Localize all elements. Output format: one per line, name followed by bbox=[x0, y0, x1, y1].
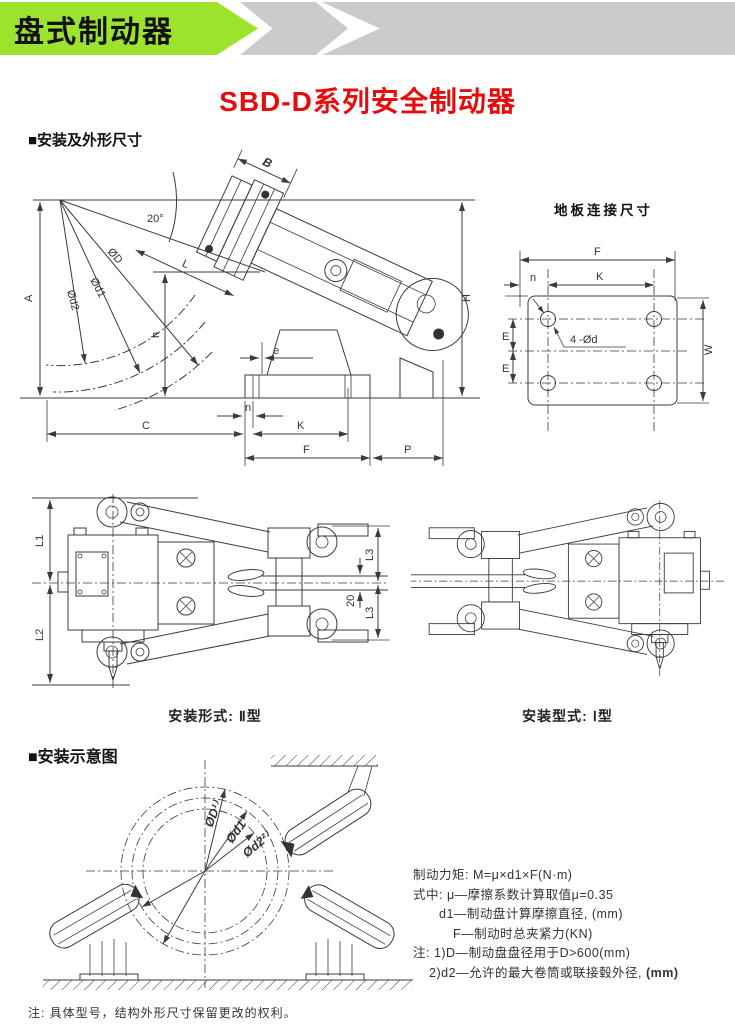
installation-diagram: ØD¹⁾ Ød1 Ød2²⁾ bbox=[43, 755, 413, 990]
dim-label-floor-F: F bbox=[594, 246, 601, 258]
note-line-F: F—制动时总夹紧力(KN) bbox=[453, 926, 593, 941]
section-heading-install: ■安装示意图 bbox=[28, 749, 118, 766]
dim-label-L: L bbox=[180, 258, 191, 271]
brake-side-view: B L bbox=[135, 149, 469, 351]
dim-label-B: B bbox=[261, 154, 275, 170]
dim-label-F: F bbox=[303, 444, 310, 456]
dim-label-angle: 20° bbox=[147, 213, 164, 225]
hole-callout: 4 -Ød bbox=[570, 334, 598, 346]
header-banner: 盘式制动器 bbox=[0, 2, 258, 55]
bottom-dimensions bbox=[46, 360, 444, 466]
note-line-d1: d1—制动盘计算摩擦直径, (mm) bbox=[439, 907, 624, 921]
dim-label-floor-E-lower: E bbox=[502, 363, 509, 375]
dim-label-pad-gap: 20 bbox=[345, 595, 357, 607]
floor-connection-drawing: 地板连接尺寸 F n K E E W 4 -Ød bbox=[502, 202, 715, 431]
note-line-mu: 式中: μ—摩擦系数计算取值μ=0.35 bbox=[413, 887, 614, 902]
section-heading-dimensions: ■安装及外形尺寸 bbox=[28, 132, 143, 149]
footer-note: 注: 具体型号，结构外形尺寸保留更改的权利。 bbox=[28, 1006, 297, 1020]
dim-label-H: H bbox=[461, 294, 473, 302]
dim-label-L3-upper: L3 bbox=[364, 549, 376, 561]
note-line-2-text: 2)d2—允许的最大卷筒或联接毂外径, bbox=[429, 965, 646, 980]
header-bar bbox=[322, 2, 735, 55]
note-line-2-bold: (mm) bbox=[645, 965, 679, 980]
dim-label-floor-n: n bbox=[530, 272, 536, 284]
page-title: SBD-D系列安全制动器 bbox=[219, 86, 516, 117]
type-i-caption: 安装型式: Ⅰ型 bbox=[522, 708, 613, 724]
main-dimension-drawing: A 20° ØD Ød1 Ød2 h B bbox=[20, 149, 480, 466]
dim-label-A: A bbox=[23, 294, 35, 302]
floor-drawing-title: 地板连接尺寸 bbox=[554, 202, 653, 218]
brake-disc-circles bbox=[86, 760, 333, 988]
dim-label-floor-W: W bbox=[703, 344, 715, 355]
brake-unit-bottom-right bbox=[300, 884, 395, 949]
brake-front-view-ii bbox=[32, 494, 388, 688]
disc-radius-fan bbox=[45, 171, 266, 411]
dim-label-floor-E-upper: E bbox=[502, 331, 509, 343]
floor-plate bbox=[504, 251, 709, 431]
dim-label-phiD: ØD bbox=[105, 246, 125, 266]
dim-label-L1: L1 bbox=[34, 535, 46, 547]
type-ii-caption: 安装形式: Ⅱ型 bbox=[168, 708, 262, 724]
brake-front-view-i bbox=[411, 500, 724, 677]
pedestal-bottom-left bbox=[79, 939, 139, 981]
formula-notes: 制动力矩: M=μ×d1×F(N·m) 式中: μ—摩擦系数计算取值μ=0.35… bbox=[413, 866, 733, 983]
dim-label-K: K bbox=[297, 420, 305, 432]
dim-label-P: P bbox=[404, 444, 411, 456]
pedestal-bottom-right bbox=[305, 939, 365, 981]
type-ii-drawing: L1 L2 L3 L3 20 bbox=[32, 494, 390, 688]
ground bbox=[43, 979, 413, 990]
note-line-torque: 制动力矩: M=μ×d1×F(N·m) bbox=[413, 868, 573, 882]
dim-label-phid2: Ød2 bbox=[64, 289, 81, 312]
note-line-1: 注: 1)D—制动盘盘径用于D>600(mm) bbox=[413, 946, 631, 960]
dim-label-L3-lower: L3 bbox=[364, 607, 376, 619]
dim-label-install-phid1: Ød1 bbox=[223, 818, 249, 846]
note-line-2: 2)d2—允许的最大卷筒或联接毂外径, (mm) bbox=[413, 964, 733, 984]
type-i-drawing bbox=[411, 500, 724, 677]
type-ii-dimensions bbox=[47, 500, 390, 683]
brake-unit-bottom-left bbox=[49, 883, 144, 949]
ceiling-mount bbox=[271, 755, 378, 797]
dim-label-C: C bbox=[142, 420, 150, 432]
dim-label-n: n bbox=[245, 402, 251, 414]
diameter-arrows bbox=[141, 788, 255, 945]
dim-label-h: h bbox=[150, 332, 162, 338]
brake-unit-top-right bbox=[280, 788, 372, 858]
brake-pedestal bbox=[244, 329, 434, 399]
dim-label-install-phid2: Ød2²⁾ bbox=[240, 828, 275, 860]
banner-title: 盘式制动器 bbox=[14, 15, 174, 49]
dim-label-floor-K: K bbox=[596, 271, 604, 283]
dim-label-L2: L2 bbox=[34, 629, 46, 641]
dim-label-e: e bbox=[273, 345, 279, 357]
extent-lines bbox=[20, 199, 480, 399]
